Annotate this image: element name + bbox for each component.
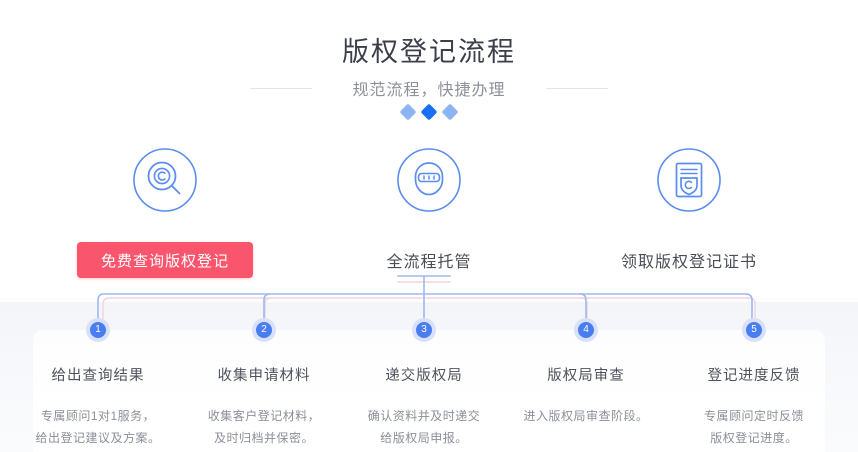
feature-caption-3: 领取版权登记证书 (569, 242, 809, 278)
step-number-badge: 2 (252, 318, 276, 342)
step-description: 收集客户登记材料， 及时归档并保密。 (180, 405, 348, 449)
step-title: 版权局审查 (547, 368, 625, 384)
step-desc-line: 确认资料并及时递交 (367, 409, 481, 423)
step-5: 5 登记进度反馈 专属顾问定时反馈 版权登记进度。 (670, 318, 838, 449)
step-number-badge: 5 (742, 318, 766, 342)
step-desc-line: 版权登记进度。 (710, 431, 798, 445)
copyright-search-icon (45, 142, 285, 218)
feature-block-2: 全流程托管 (309, 142, 549, 278)
feature-caption-1: 免费查询版权登记 (45, 242, 285, 278)
step-desc-line: 专属顾问定时反馈 (703, 409, 804, 423)
divider-right (546, 88, 608, 89)
step-desc-line: 进入版权局审查阶段。 (523, 409, 649, 423)
connector-tree (0, 264, 858, 340)
step-4: 4 版权局审查 进入版权局审查阶段。 (502, 318, 670, 427)
feature-block-3: 领取版权登记证书 (569, 142, 809, 278)
step-number: 3 (416, 322, 432, 338)
step-desc-line: 给版权局申报。 (380, 431, 468, 445)
background-panel-inner (33, 330, 825, 452)
step-description: 专属顾问定时反馈 版权登记进度。 (670, 405, 838, 449)
full-process-trustee-icon (309, 142, 549, 218)
diamond-icon-1 (399, 103, 417, 121)
page-title: 版权登记流程 (342, 37, 516, 67)
step-2: 2 收集申请材料 收集客户登记材料， 及时归档并保密。 (180, 318, 348, 449)
page-subtitle: 规范流程，快捷办理 (352, 82, 506, 99)
step-title: 递交版权局 (385, 368, 463, 384)
feature-label-3: 领取版权登记证书 (620, 254, 757, 271)
step-number: 4 (578, 322, 594, 338)
feature-label-2: 全流程托管 (386, 254, 472, 271)
step-title: 收集申请材料 (217, 368, 311, 384)
step-number: 1 (90, 322, 106, 338)
diamond-decoration (0, 103, 858, 121)
step-description: 专属顾问1对1服务， 给出登记建议及方案。 (14, 405, 182, 449)
diamond-icon-3 (441, 103, 459, 121)
step-3: 3 递交版权局 确认资料并及时递交 给版权局申报。 (340, 318, 508, 449)
step-number: 2 (256, 322, 272, 338)
copyright-certificate-icon (569, 142, 809, 218)
free-query-button[interactable]: 免费查询版权登记 (77, 242, 253, 278)
feature-caption-2: 全流程托管 (309, 242, 549, 278)
step-title: 给出查询结果 (51, 368, 145, 384)
step-number: 5 (746, 322, 762, 338)
step-desc-line: 及时归档并保密。 (213, 431, 314, 445)
step-number-badge: 1 (86, 318, 110, 342)
step-number-badge: 3 (412, 318, 436, 342)
step-description: 进入版权局审查阶段。 (502, 405, 670, 427)
feature-block-1: 免费查询版权登记 (45, 142, 285, 278)
diamond-icon-2 (420, 103, 438, 121)
step-desc-line: 给出登记建议及方案。 (35, 431, 161, 445)
step-desc-line: 专属顾问1对1服务， (40, 409, 156, 423)
step-title: 登记进度反馈 (707, 368, 801, 384)
divider-left (250, 88, 312, 89)
step-description: 确认资料并及时递交 给版权局申报。 (340, 405, 508, 449)
step-desc-line: 收集客户登记材料， (207, 409, 321, 423)
step-number-badge: 4 (574, 318, 598, 342)
step-1: 1 给出查询结果 专属顾问1对1服务， 给出登记建议及方案。 (14, 318, 182, 449)
